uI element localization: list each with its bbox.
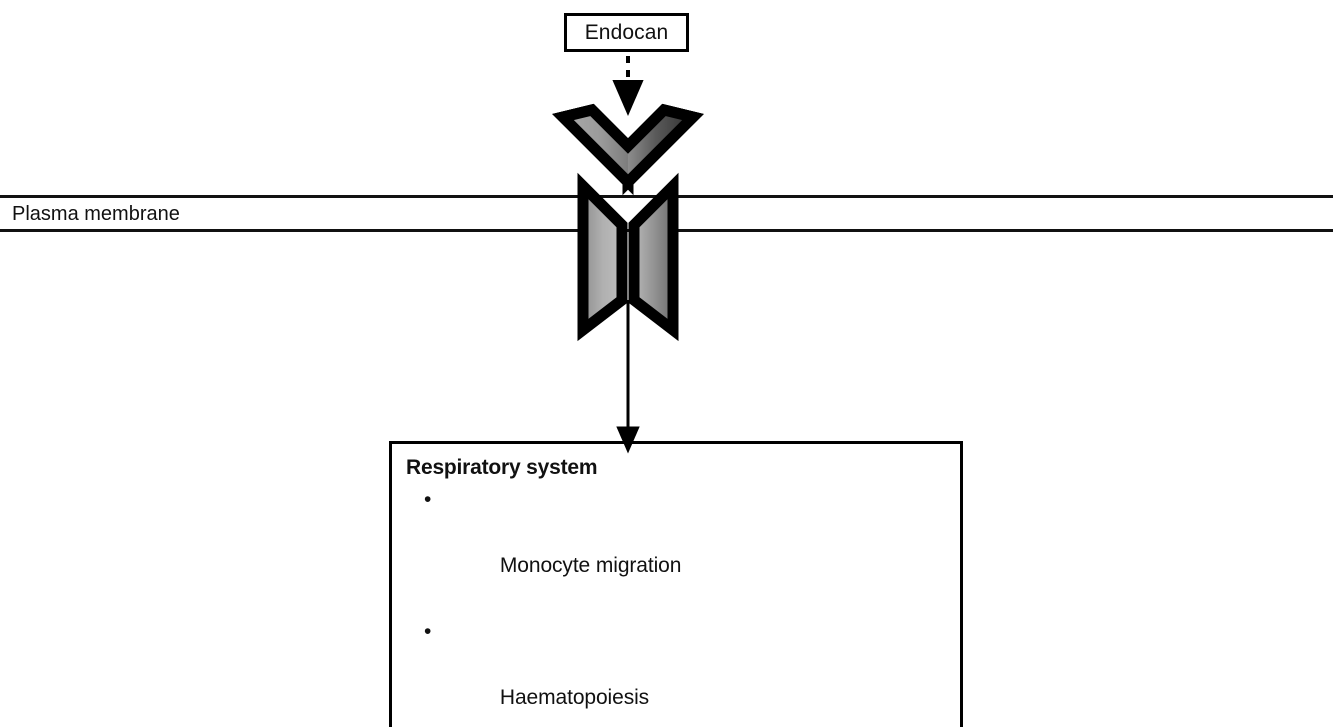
endocan-receptor [552, 103, 704, 342]
list-item: • Monocyte migration [406, 483, 960, 615]
endocan-label: Endocan [584, 21, 669, 44]
plasma-membrane-inner-leaflet [0, 229, 1333, 232]
bullet-glyph: • [424, 620, 432, 644]
effects-list: • Monocyte migration • Haematopoiesis • … [406, 483, 960, 727]
bullet-glyph: • [424, 488, 432, 512]
plasma-membrane-label: Plasma membrane [12, 203, 180, 225]
list-item: • Haematopoiesis [406, 615, 960, 727]
list-item-label: Haematopoiesis [499, 686, 650, 710]
list-item-label: Monocyte migration [499, 554, 682, 578]
endocan-ligand-box: Endocan [564, 13, 689, 52]
respiratory-system-effects-box: Respiratory system • Monocyte migration … [389, 441, 963, 727]
plasma-membrane-outer-leaflet [0, 195, 1333, 198]
effects-box-title: Respiratory system [406, 456, 598, 479]
